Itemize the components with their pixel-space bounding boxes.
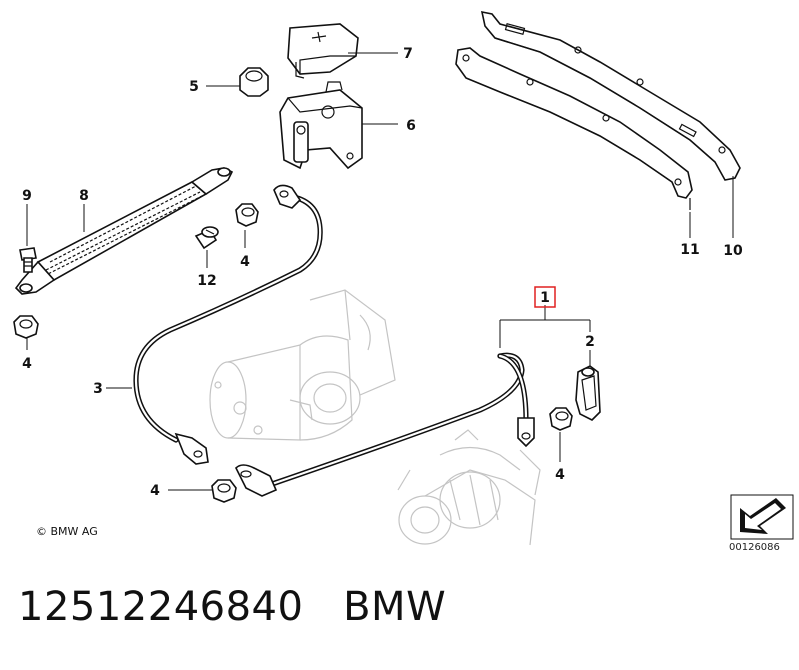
callout-1: 1 — [540, 290, 550, 306]
brand-name: BMW — [343, 584, 447, 630]
bracket-rail-10 — [480, 10, 741, 181]
callout-6: 6 — [406, 118, 416, 134]
parts-diagram: 1 2 3 4 4 4 4 5 6 7 8 9 10 11 12 — [13, 10, 794, 546]
screw-12 — [194, 226, 219, 250]
copyright-text: © BMW AG — [36, 525, 98, 538]
bracket-rail-11 — [455, 47, 693, 210]
starter-motor-outline — [209, 289, 396, 441]
nut-4-right — [549, 407, 573, 431]
cable-3 — [133, 184, 323, 465]
clip-2 — [575, 365, 601, 421]
part-number: 12512246840 — [18, 584, 304, 630]
cable-1 — [235, 352, 535, 497]
callout-10: 10 — [723, 243, 743, 259]
callout-2: 2 — [585, 334, 595, 350]
callout-7: 7 — [403, 46, 413, 62]
direction-arrow-icon — [730, 494, 794, 540]
callout-8: 8 — [79, 188, 89, 204]
callout-4-left: 4 — [22, 356, 32, 372]
callout-1-highlight-box — [534, 286, 556, 308]
nut-4-bottom — [211, 479, 237, 503]
image-number: 00126086 — [729, 542, 780, 553]
callout-9: 9 — [22, 188, 32, 204]
callout-3: 3 — [93, 381, 103, 397]
callout-4-bottom: 4 — [150, 483, 160, 499]
callout-12: 12 — [197, 273, 216, 289]
nut-5 — [239, 67, 269, 97]
leader-lines — [26, 52, 734, 491]
cover-cap-7 — [287, 23, 359, 79]
callout-5: 5 — [189, 79, 199, 95]
callout-4-upper: 4 — [240, 254, 250, 270]
callout-11: 11 — [680, 242, 699, 258]
bolt-9 — [19, 247, 37, 273]
nut-4-left — [13, 315, 39, 339]
nut-4-upper — [235, 203, 259, 227]
ground-strap-8 — [14, 167, 234, 295]
callout-4-right: 4 — [555, 467, 565, 483]
terminal-holder-6 — [279, 81, 363, 170]
part-number-caption: 12512246840 BMW — [18, 584, 446, 630]
alternator-outline — [397, 429, 541, 546]
